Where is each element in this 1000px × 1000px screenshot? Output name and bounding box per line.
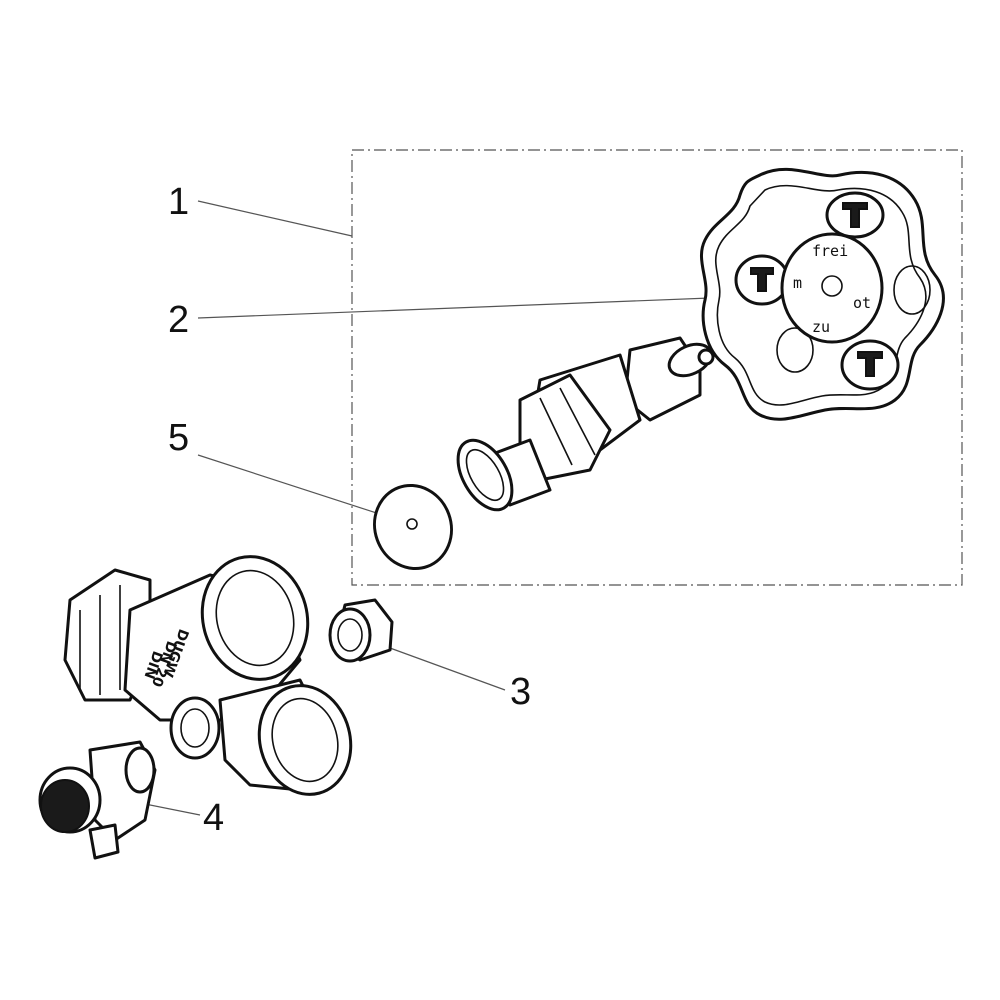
leader-line-1 [197, 200, 353, 237]
washer-disc [373, 483, 453, 571]
washer-disc-body [373, 483, 453, 571]
assembly-boundary-box [351, 149, 963, 586]
drain-valve-knob-face [40, 779, 90, 833]
handwheel-hub [780, 232, 884, 344]
handwheel-spoke-window-5 [776, 327, 814, 373]
handwheel-center-screw [821, 275, 843, 297]
callout-2: 2 [168, 299, 189, 341]
drain-valve-outlet-spout [88, 823, 120, 860]
handwheel-spoke-window-4 [893, 265, 931, 315]
handwheel-text-frei: frei [812, 242, 848, 260]
valve-body: DUGW DN 20 DIN [63, 555, 353, 796]
washer-disc-hole [406, 518, 418, 530]
drain-valve-thread [124, 746, 156, 794]
valve-body-outlet-port-inner [271, 697, 339, 783]
plug [328, 598, 394, 663]
valve-body-drain-port [169, 696, 221, 760]
callout-4: 4 [203, 797, 224, 839]
hex-edge-2 [559, 387, 596, 456]
callout-1: 1 [168, 181, 189, 223]
valve-body-drain-port-inner [180, 708, 210, 748]
plug-face [328, 607, 372, 663]
callout-5: 5 [168, 417, 189, 459]
valve-body-top-port-inner [215, 569, 295, 667]
spindle-seal-washer [456, 438, 514, 512]
leader-line-2 [197, 297, 711, 319]
handwheel: frei m zu ot [700, 167, 945, 421]
handwheel-logo-2 [750, 267, 774, 292]
handwheel-text-zu: zu [812, 318, 830, 336]
handwheel-logo-1 [842, 202, 868, 228]
handwheel-text-ot: ot [853, 294, 871, 312]
handwheel-inner-rim [714, 184, 927, 406]
handwheel-text-m: m [793, 274, 802, 292]
spindle-seal-inner [465, 448, 505, 502]
leader-line-5 [197, 454, 399, 521]
drain-valve [38, 740, 157, 860]
callout-3: 3 [510, 671, 531, 713]
hex-edge-1 [539, 397, 573, 466]
valve-body-outlet-port [257, 684, 353, 796]
spindle-stem-end [697, 348, 715, 366]
plug-face-inner [337, 618, 363, 652]
spindle-assembly [456, 336, 715, 512]
handwheel-logo-3 [857, 351, 883, 377]
leader-line-3 [389, 647, 506, 691]
